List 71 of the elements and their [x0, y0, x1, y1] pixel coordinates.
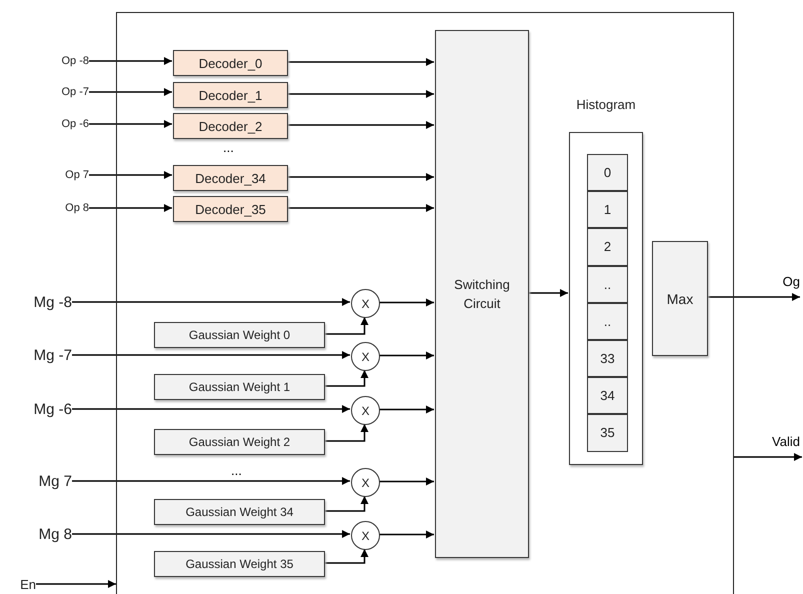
switching-circuit-box: Switching Circuit	[435, 30, 529, 558]
arrow	[379, 352, 434, 360]
arrow	[734, 453, 802, 461]
ellipsis: ...	[223, 140, 234, 155]
weight-box: Gaussian Weight 35	[154, 551, 325, 577]
histogram-bin: ..	[587, 266, 628, 303]
arrow	[72, 405, 350, 413]
arrow	[72, 530, 350, 538]
decoder-box: Decoder_1	[173, 82, 288, 108]
arrow	[324, 549, 368, 564]
decoder-box: Decoder_34	[173, 165, 288, 191]
histogram-bin: 33	[587, 340, 628, 378]
arrow	[379, 530, 434, 538]
input-label: Op -6	[20, 116, 89, 132]
input-label: Op 7	[20, 167, 89, 183]
histogram-bin: 2	[587, 228, 628, 266]
histogram-bin: 35	[587, 414, 628, 452]
weight-box: Gaussian Weight 1	[154, 374, 325, 400]
multiplier-circle: X	[351, 342, 380, 371]
max-box: Max	[652, 241, 708, 356]
arrow	[36, 580, 116, 588]
arrow	[89, 204, 172, 212]
arrow	[324, 496, 368, 512]
module-box	[116, 12, 734, 594]
arrow	[287, 204, 434, 212]
arrow	[324, 424, 368, 442]
edge-label: Og	[782, 275, 801, 288]
arrow	[72, 298, 350, 306]
histogram-title: Histogram	[575, 97, 637, 112]
arrow	[89, 88, 172, 96]
weight-box: Gaussian Weight 0	[154, 322, 325, 348]
input-label: Mg -6	[10, 399, 72, 419]
arrow	[379, 406, 434, 414]
input-label: Mg -7	[10, 345, 72, 365]
input-label: En	[6, 575, 36, 593]
arrow	[287, 121, 434, 129]
input-label: Op -7	[20, 84, 89, 100]
multiplier-circle: X	[351, 521, 380, 550]
input-label: Op 8	[20, 200, 89, 216]
input-label: Mg -8	[10, 292, 72, 312]
edge-label: Valid	[771, 435, 801, 448]
arrow	[89, 171, 172, 179]
arrow	[89, 57, 172, 65]
arrow	[528, 289, 568, 297]
multiplier-circle: X	[351, 289, 380, 318]
decoder-box: Decoder_0	[173, 50, 288, 76]
arrow	[287, 58, 434, 66]
histogram-bin: ..	[587, 302, 628, 340]
arrow	[72, 351, 350, 359]
arrow	[287, 90, 434, 98]
multiplier-circle: X	[351, 396, 380, 425]
input-label: Op -8	[20, 53, 89, 69]
arrow	[89, 120, 172, 128]
histogram-bin: 1	[587, 191, 628, 228]
decoder-box: Decoder_2	[173, 113, 288, 139]
multiplier-circle: X	[351, 468, 380, 497]
ellipsis: ...	[231, 463, 242, 478]
input-label: Mg 7	[10, 471, 72, 491]
arrow	[324, 317, 368, 335]
arrow	[72, 477, 350, 485]
arrow	[707, 293, 800, 301]
histogram-bin: 0	[587, 154, 628, 192]
arrow	[324, 370, 368, 387]
weight-box: Gaussian Weight 2	[154, 429, 325, 455]
histogram-bin: 34	[587, 377, 628, 414]
arrow	[287, 173, 434, 181]
weight-box: Gaussian Weight 34	[154, 499, 325, 525]
input-label: Mg 8	[10, 524, 72, 544]
arrow	[379, 298, 434, 306]
decoder-box: Decoder_35	[173, 196, 288, 222]
arrow	[379, 478, 434, 486]
